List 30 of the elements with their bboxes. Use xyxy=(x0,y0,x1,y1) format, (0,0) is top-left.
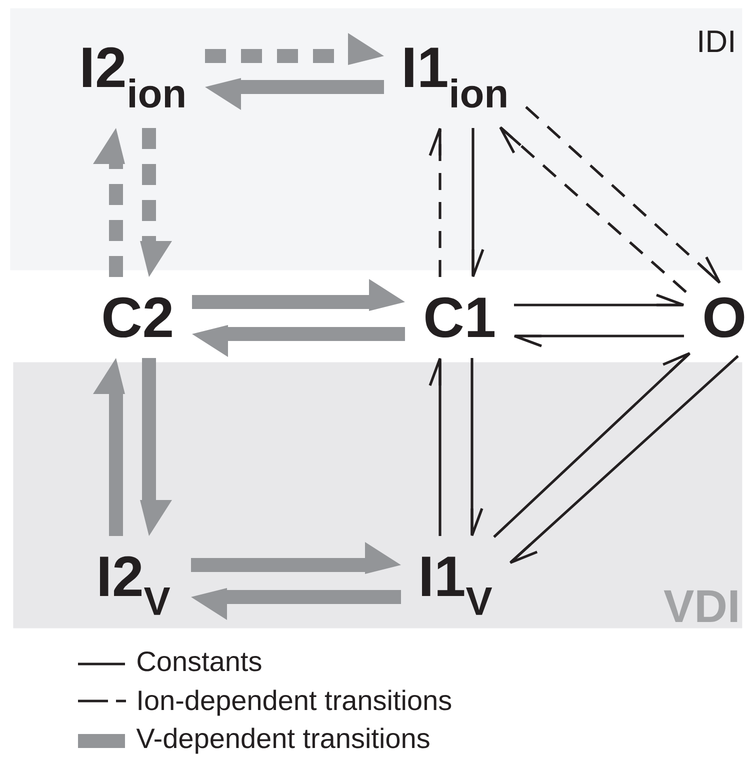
arrow xyxy=(493,352,691,538)
arrow xyxy=(428,357,442,536)
legend-label: Constants xyxy=(138,651,262,672)
arrow xyxy=(192,279,405,311)
state-label: O xyxy=(704,297,744,338)
arrow xyxy=(191,588,401,620)
legend-label: Ion-dependent transitions xyxy=(138,690,452,716)
legend-label: V-dependent transitions xyxy=(136,728,430,754)
state-label: I1$_{ion}$ xyxy=(405,48,506,108)
arrow xyxy=(205,33,384,65)
arrow xyxy=(192,325,405,357)
arrow xyxy=(93,128,125,277)
state-label: I2$_{V}$ xyxy=(100,556,170,615)
arrow xyxy=(470,358,484,537)
arrow xyxy=(205,78,384,110)
arrow xyxy=(513,334,684,348)
arrow xyxy=(499,126,687,293)
arrow xyxy=(191,542,401,574)
state-label: I1$_{V}$ xyxy=(422,556,492,615)
arrow xyxy=(428,127,442,277)
arrow xyxy=(514,294,685,306)
arrow xyxy=(525,106,721,284)
state-label: I2$_{ion}$ xyxy=(83,47,184,108)
arrow xyxy=(93,358,125,536)
arrow xyxy=(509,355,739,564)
arrow xyxy=(140,128,172,277)
state-label: C1 xyxy=(426,297,494,338)
arrow xyxy=(140,358,172,536)
arrow xyxy=(472,128,484,278)
state-label: C2 xyxy=(104,297,172,338)
